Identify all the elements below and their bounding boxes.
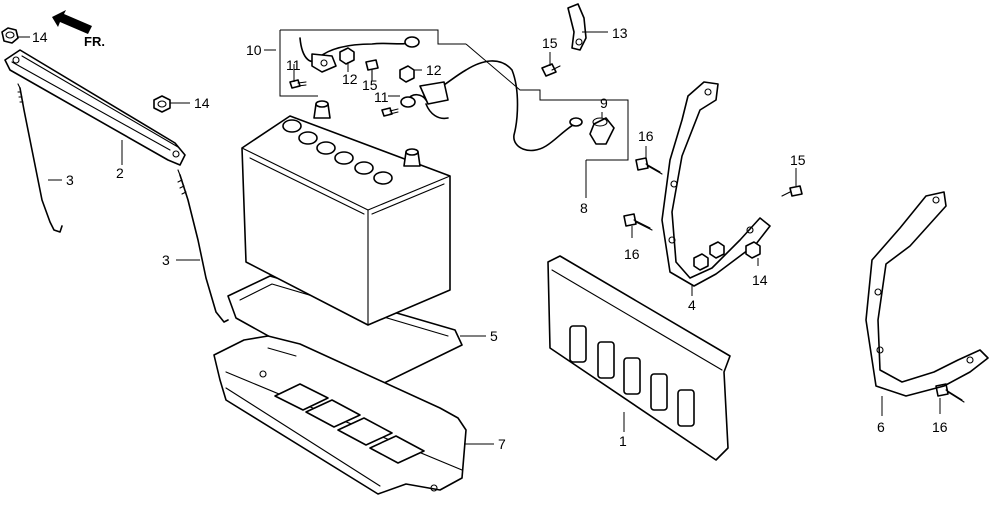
battery <box>241 100 451 326</box>
callout-10: 10 <box>246 42 262 58</box>
callout-12: 12 <box>342 71 358 87</box>
screw-15-top <box>541 63 561 77</box>
callout-13: 13 <box>612 25 628 41</box>
battery-box-base <box>213 335 467 495</box>
battery-bracket-rear <box>865 191 989 397</box>
callout-11: 11 <box>286 57 301 73</box>
callout-3: 3 <box>162 252 170 268</box>
callout-16: 16 <box>638 128 654 144</box>
battery-bracket-front <box>661 81 771 287</box>
callout-7: 7 <box>498 436 506 452</box>
callout-3: 3 <box>66 172 74 188</box>
bolt-16-middle <box>623 213 653 231</box>
starter-cable <box>400 43 629 161</box>
callout-12: 12 <box>426 62 442 78</box>
cable-clamp <box>567 3 587 51</box>
callout-1: 1 <box>619 433 627 449</box>
battery-hold-bar <box>4 49 186 166</box>
front-direction-label: FR. <box>84 34 105 49</box>
terminal-cover <box>589 117 615 145</box>
flange-nut-bracket <box>745 241 761 259</box>
screw-15-bracket <box>781 185 803 197</box>
front-direction-arrow: FR. <box>52 10 105 49</box>
flange-nut-top-left <box>1 27 19 44</box>
callout-15: 15 <box>362 77 378 93</box>
bolt-11-right <box>381 107 399 117</box>
callout-5: 5 <box>490 328 498 344</box>
callout-4: 4 <box>688 297 696 313</box>
bolt-16-upper <box>635 157 663 175</box>
nut-12-right <box>399 65 415 83</box>
callout-labels: 14 2 3 14 3 10 11 12 15 12 11 15 13 9 8 … <box>32 25 948 452</box>
bolt-11-left <box>289 79 307 89</box>
callout-15: 15 <box>790 152 806 168</box>
battery-side-plate <box>547 255 731 461</box>
battery-hold-rod-right <box>177 169 229 323</box>
ground-cable-assembly <box>279 29 466 97</box>
flange-nut-hold-bar <box>153 95 171 113</box>
callout-2: 2 <box>116 165 124 181</box>
callout-14: 14 <box>752 272 768 288</box>
leader-lines <box>18 31 941 445</box>
callout-11: 11 <box>374 89 389 105</box>
battery-hold-rod-left <box>17 83 63 233</box>
callout-16: 16 <box>624 246 640 262</box>
nut-12-left <box>339 47 355 65</box>
callout-14: 14 <box>32 29 48 45</box>
callout-8: 8 <box>580 200 588 216</box>
callout-15: 15 <box>542 35 558 51</box>
callout-16: 16 <box>932 419 948 435</box>
screw-15-cable <box>365 59 379 81</box>
callout-6: 6 <box>877 419 885 435</box>
callout-9: 9 <box>600 95 608 111</box>
callout-14: 14 <box>194 95 210 111</box>
